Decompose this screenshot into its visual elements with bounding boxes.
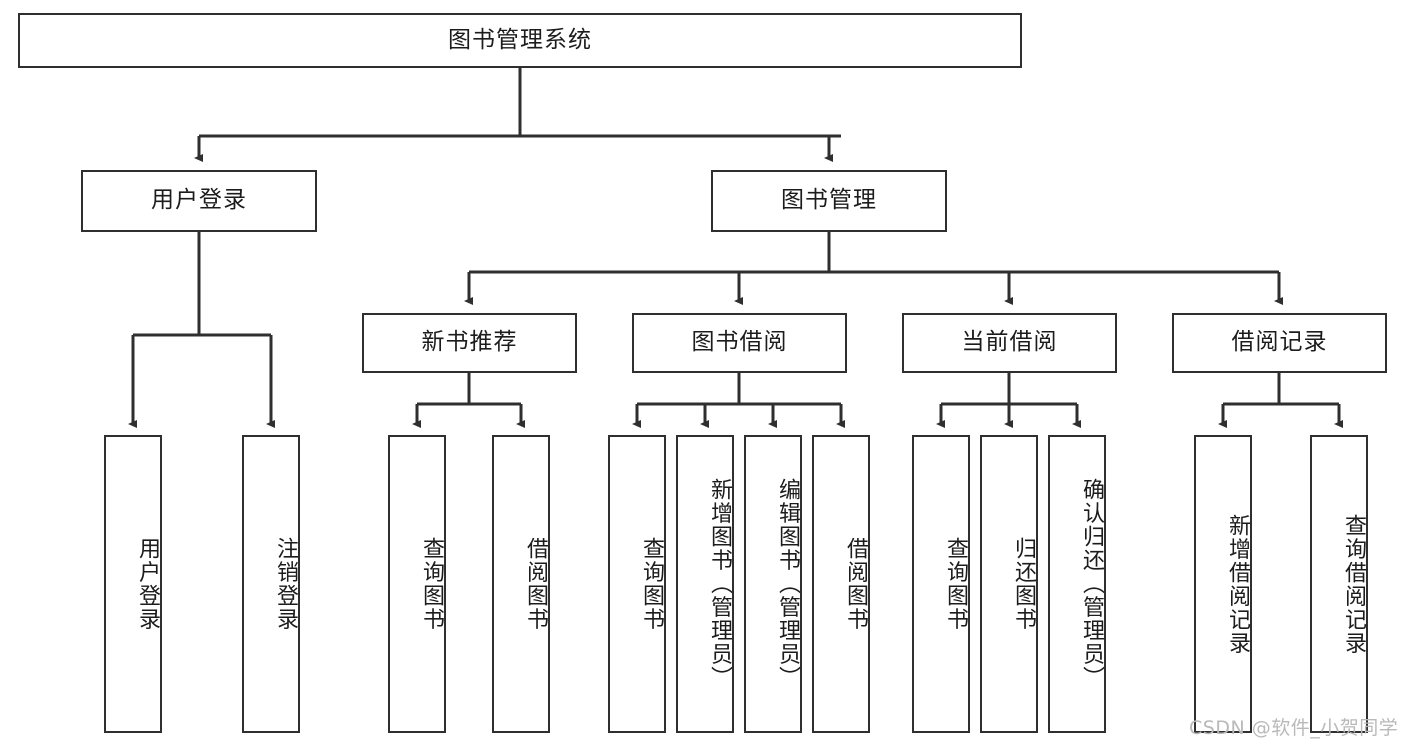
leaf-current-return-book[interactable]: 归还图书 (980, 435, 1038, 733)
leaf-user-login-login[interactable]: 用户登录 (104, 435, 162, 733)
node-book-management[interactable]: 图书管理 (711, 170, 947, 232)
leaf-borrow-add-book-admin[interactable]: 新增图书（管理员） (676, 435, 734, 733)
leaf-current-confirm-return-admin[interactable]: 确认归还（管理员） (1048, 435, 1106, 733)
leaf-record-query-record[interactable]: 查询借阅记录 (1310, 435, 1368, 733)
leaf-new-book-borrow[interactable]: 借阅图书 (492, 435, 550, 733)
leaf-new-book-query[interactable]: 查询图书 (388, 435, 446, 733)
leaf-borrow-query-book[interactable]: 查询图书 (608, 435, 666, 733)
leaf-borrow-edit-book-admin[interactable]: 编辑图书（管理员） (744, 435, 802, 733)
node-borrow-record[interactable]: 借阅记录 (1172, 313, 1387, 373)
node-new-book-recommend[interactable]: 新书推荐 (362, 313, 577, 373)
leaf-borrow-borrow-book[interactable]: 借阅图书 (812, 435, 870, 733)
node-current-borrow[interactable]: 当前借阅 (902, 313, 1117, 373)
node-user-login[interactable]: 用户登录 (81, 170, 317, 232)
leaf-record-add-record[interactable]: 新增借阅记录 (1194, 435, 1252, 733)
watermark-text: CSDN @软件_小贺同学 (1189, 717, 1399, 739)
node-root-system[interactable]: 图书管理系统 (18, 13, 1022, 68)
leaf-current-query-book[interactable]: 查询图书 (912, 435, 970, 733)
node-book-borrow[interactable]: 图书借阅 (632, 313, 847, 373)
leaf-user-login-logout[interactable]: 注销登录 (242, 435, 300, 733)
